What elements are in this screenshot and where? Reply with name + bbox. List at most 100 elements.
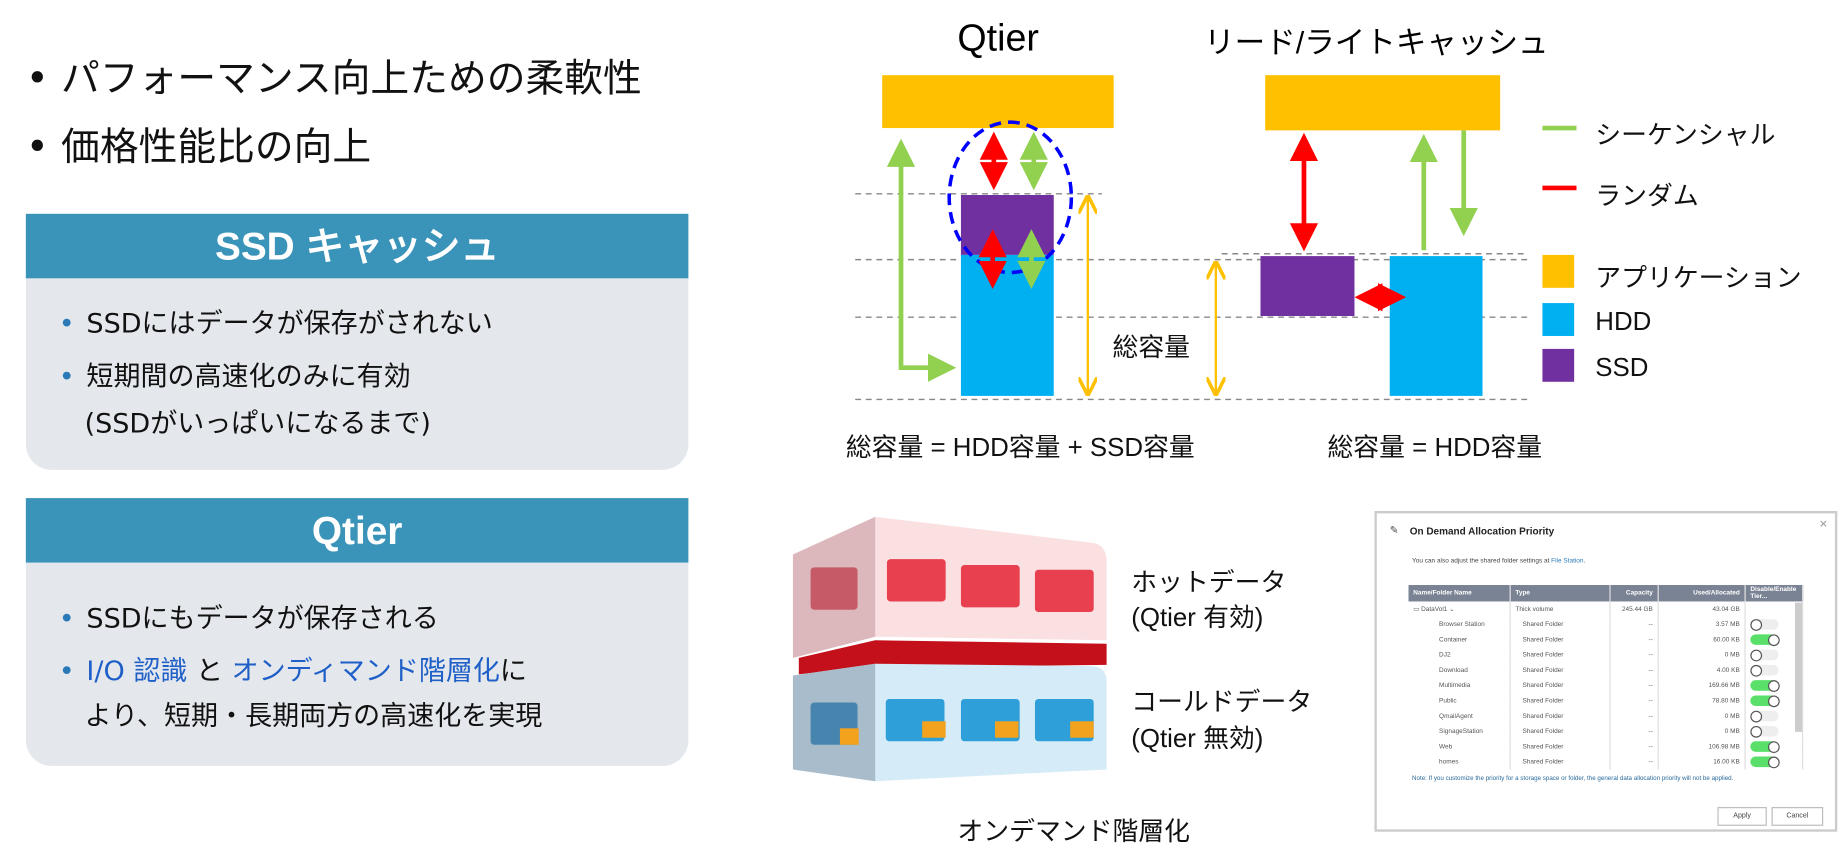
col-type[interactable]: Type <box>1510 585 1611 602</box>
tier-toggle[interactable] <box>1750 664 1779 677</box>
folder-name: Multimedia <box>1408 677 1511 694</box>
edit-icon: ✎ <box>1389 523 1399 536</box>
legend-application: アプリケーション <box>1595 263 1802 293</box>
folder-row[interactable]: Download Shared Folder -- 4.00 KB <box>1408 662 1804 678</box>
tier-toggle[interactable] <box>1750 619 1779 631</box>
qtier-body <box>25 562 689 766</box>
col-capacity[interactable]: Capacity <box>1609 585 1659 602</box>
cache-hdd-block <box>1389 256 1483 396</box>
dialog-subtext: You can also adjust the shared folder se… <box>1412 558 1586 566</box>
tier-toggle[interactable] <box>1750 634 1780 647</box>
folder-type: Shared Folder <box>1510 738 1611 755</box>
folder-used: 60.00 KB <box>1658 632 1746 648</box>
legend-hdd-swatch <box>1542 303 1575 336</box>
folder-row[interactable]: Multimedia Shared Folder -- 169.66 MB <box>1408 677 1804 694</box>
folder-type: Shared Folder <box>1510 708 1611 724</box>
col-used[interactable]: Used/Allocated <box>1658 585 1746 602</box>
folder-capacity: -- <box>1609 723 1659 739</box>
legend-ssd-swatch <box>1542 348 1575 382</box>
folder-capacity: -- <box>1609 662 1659 678</box>
table-scrollbar[interactable] <box>1795 602 1803 732</box>
folder-row[interactable]: DJ2 Shared Folder -- 0 MB <box>1408 647 1804 663</box>
folder-name: SignageStation <box>1408 723 1511 739</box>
cold-data-label: コールドデータ <box>1131 687 1313 717</box>
folder-table: Name/Folder Name Type Capacity Used/Allo… <box>1408 585 1804 770</box>
dialog-note: Note: If you customize the priority for … <box>1412 775 1734 783</box>
tiering-illustration <box>792 516 1107 782</box>
folder-used: 0 MB <box>1658 723 1746 739</box>
tier-toggle[interactable] <box>1750 680 1780 692</box>
qtier-header: Qtier <box>25 498 689 563</box>
file-station-link[interactable]: File Station <box>1551 558 1584 566</box>
folder-row[interactable]: Public Shared Folder -- 78.80 MB <box>1408 693 1804 709</box>
folder-capacity: -- <box>1609 754 1659 770</box>
sequential-arrow <box>886 138 957 382</box>
folder-type: Shared Folder <box>1510 647 1611 663</box>
folder-row[interactable]: SignageStation Shared Folder -- 0 MB <box>1408 723 1804 739</box>
folder-row[interactable]: Web Shared Folder -- 106.98 MB <box>1408 738 1804 755</box>
folder-capacity: -- <box>1609 647 1659 663</box>
folder-capacity: -- <box>1609 708 1659 724</box>
tier-toggle[interactable] <box>1750 710 1779 723</box>
folder-capacity: -- <box>1609 632 1659 648</box>
folder-name: Web <box>1408 738 1511 755</box>
capacity-guides <box>855 193 1528 401</box>
tier-toggle[interactable] <box>1750 741 1780 754</box>
bullet-text: 価格性能比の向上 <box>61 123 372 170</box>
folder-used: 4.00 KB <box>1658 662 1746 678</box>
cache-capacity-caption: 総容量 = HDD容量 <box>1327 432 1543 462</box>
ssd-item-cont: (SSDがいっぱいになるまで) <box>84 408 431 440</box>
qtier-title: Qtier <box>957 16 1039 59</box>
hot-data-sub: (Qtier 有効) <box>1131 602 1264 633</box>
folder-capacity: -- <box>1609 738 1659 755</box>
qtier-ssd-block <box>960 195 1054 255</box>
folder-type: Shared Folder <box>1510 662 1611 678</box>
apply-button[interactable]: Apply <box>1717 807 1767 826</box>
ssd-cache-header: SSD キャッシュ <box>25 213 689 279</box>
qtier-item: •SSDにもデータが保存される <box>58 603 439 635</box>
total-capacity-label: 総容量 <box>1112 332 1191 362</box>
folder-used: 106.98 MB <box>1658 738 1746 755</box>
hot-data-label: ホットデータ <box>1131 567 1287 597</box>
cache-ssd-block <box>1260 256 1355 317</box>
folder-capacity: -- <box>1609 677 1659 694</box>
folder-capacity: -- <box>1609 616 1659 633</box>
folder-used: 169.66 MB <box>1658 677 1746 694</box>
qtier-item: •I/O 認識 と オンディマンド階層化に <box>58 656 527 688</box>
folder-type: Shared Folder <box>1510 632 1611 648</box>
col-tier[interactable]: Disable/Enable Tier... <box>1745 585 1804 602</box>
folder-name: homes <box>1408 754 1511 770</box>
folder-name: Container <box>1408 632 1511 648</box>
col-name[interactable]: Name/Folder Name <box>1408 585 1511 602</box>
cancel-button[interactable]: Cancel <box>1771 807 1824 826</box>
tier-toggle[interactable] <box>1750 756 1780 769</box>
ssd-cache-body <box>25 278 689 470</box>
tier-toggle[interactable] <box>1750 695 1780 708</box>
folder-row[interactable]: QmailAgent Shared Folder -- 0 MB <box>1408 708 1804 724</box>
volume-row[interactable]: ▭ DataVol1 ⌄ Thick volume 245.44 GB 43.0… <box>1408 601 1804 617</box>
folder-type: Shared Folder <box>1510 693 1611 709</box>
ssd-item: •SSDにはデータが保存がされない <box>58 308 493 340</box>
bullet-price-performance: • 価格性能比の向上 <box>25 123 372 170</box>
folder-capacity: -- <box>1609 693 1659 709</box>
qtier-application-block <box>882 75 1114 129</box>
tier-toggle[interactable] <box>1750 725 1779 738</box>
close-icon[interactable]: ✕ <box>1819 518 1828 530</box>
cache-title: リード/ライトキャッシュ <box>1204 24 1549 60</box>
chevron-down-icon[interactable]: ⌄ <box>1449 605 1455 613</box>
legend-ssd: SSD <box>1595 352 1649 382</box>
folder-row[interactable]: Container Shared Folder -- 60.00 KB <box>1408 632 1804 648</box>
folder-used: 3.57 MB <box>1658 616 1746 633</box>
volume-icon: ▭ <box>1413 605 1420 613</box>
qtier-capacity-caption: 総容量 = HDD容量 + SSD容量 <box>845 432 1195 462</box>
cache-application-block <box>1265 75 1501 131</box>
qtier-hdd-block <box>960 254 1054 396</box>
dialog-title: On Demand Allocation Priority <box>1409 525 1555 537</box>
tier-toggle[interactable] <box>1750 649 1779 662</box>
legend-application-swatch <box>1542 254 1575 288</box>
folder-name: QmailAgent <box>1408 708 1511 724</box>
on-demand-tiering-caption: オンデマンド階層化 <box>957 816 1191 846</box>
folder-row[interactable]: Browser Station Shared Folder -- 3.57 MB <box>1408 616 1804 633</box>
folder-row[interactable]: homes Shared Folder -- 16.00 KB <box>1408 754 1804 770</box>
